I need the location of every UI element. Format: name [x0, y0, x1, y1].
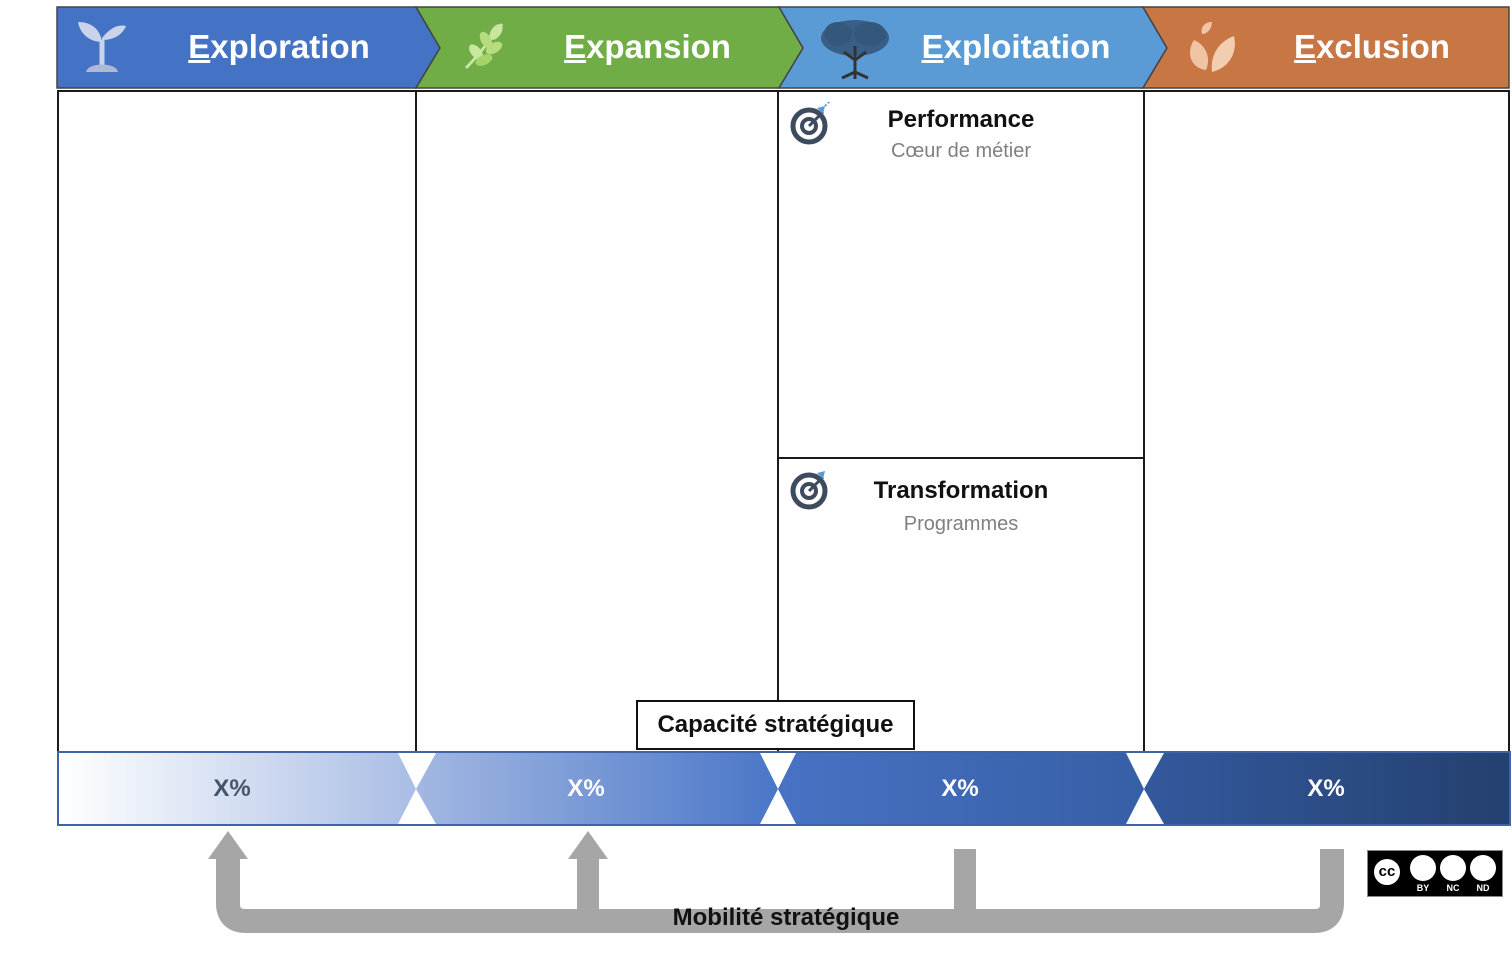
capacity-segment-3: [778, 753, 1144, 824]
arrow-up-icon: [208, 831, 248, 859]
header-band: [56, 6, 1510, 89]
tree-icon: [821, 20, 889, 80]
capacity-segment-1: [59, 753, 416, 824]
percentage-exclusion: X%: [1307, 775, 1345, 802]
expansion-column: [415, 90, 780, 753]
falling-leaves-icon: [1190, 22, 1235, 72]
percentage-exploration: X%: [213, 775, 251, 802]
capacity-bar: [57, 751, 1511, 826]
cc-logo-icon: cc: [1372, 857, 1402, 887]
noderivatives-icon: [1470, 855, 1496, 881]
mobility-track: [216, 849, 1344, 933]
header-title-exclusion: Exclusion: [1294, 28, 1450, 65]
target-icon: [790, 102, 831, 145]
transformation-title: Transformation: [873, 477, 1049, 504]
performance-box: Performance Cœur de métier: [777, 90, 1145, 459]
header-arrow-exclusion: [1141, 6, 1510, 89]
sprout-icon: [78, 22, 126, 72]
mobility-arrows: [208, 831, 1344, 933]
capacity-label: Capacité stratégique: [636, 700, 915, 750]
header-title-exploitation: Exploitation: [921, 28, 1111, 65]
license-nc: NC: [1446, 883, 1460, 893]
performance-title: Performance: [887, 106, 1035, 133]
percentage-expansion: X%: [567, 775, 605, 802]
performance-subtitle: Cœur de métier: [890, 140, 1032, 162]
capacity-segment-2: [416, 753, 778, 824]
mobility-label: Mobilité stratégique: [672, 904, 900, 931]
header-title-expansion: Expansion: [564, 28, 731, 65]
license-by: BY: [1416, 883, 1430, 893]
header-title-exploration: Exploration: [188, 28, 370, 65]
percentage-exploitation: X%: [941, 775, 979, 802]
transformation-subtitle: Programmes: [903, 513, 1019, 535]
arrow-up-icon: [568, 831, 608, 859]
noncommercial-icon: [1440, 855, 1466, 881]
exploration-column: [57, 90, 417, 753]
exclusion-column: [1143, 90, 1510, 753]
cc-license-badge: cc BY NC ND: [1367, 850, 1503, 897]
leaf-branch-icon: [464, 23, 504, 70]
target-icon: [790, 471, 828, 510]
license-nd: ND: [1476, 883, 1490, 893]
capacity-segment-4: [1144, 753, 1509, 824]
attribution-icon: [1410, 855, 1436, 881]
